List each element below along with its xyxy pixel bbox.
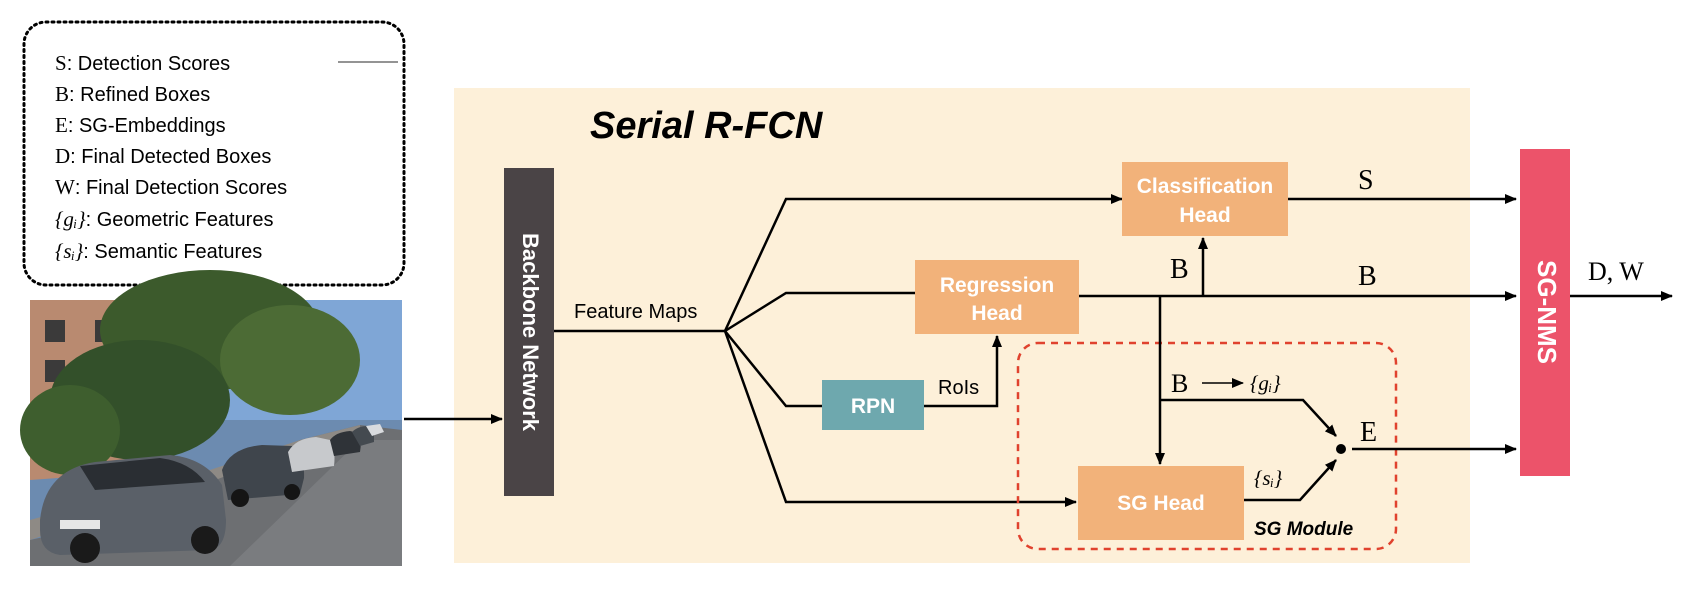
b-geom-label: B	[1171, 369, 1188, 398]
classification-head-label: Head	[1179, 204, 1230, 227]
classification-head-label: Classification	[1137, 175, 1274, 198]
legend-item: {gᵢ}: Geometric Features	[55, 207, 273, 231]
legend-item: W: Final Detection Scores	[55, 175, 287, 199]
legend-item: D: Final Detected Boxes	[55, 144, 271, 168]
regression-head-label: Head	[971, 302, 1022, 325]
sg-module-box	[1016, 341, 1398, 551]
backbone-network-block	[504, 168, 554, 496]
legend-items: S: Detection Scores B: Refined Boxes E: …	[55, 51, 287, 263]
branch-to-regression	[724, 291, 915, 333]
sg-head-label: SG Head	[1117, 492, 1205, 515]
semantic-path	[1244, 459, 1337, 502]
input-photo	[20, 270, 402, 566]
legend-item: E: SG-Embeddings	[55, 113, 226, 137]
backbone-network-label: Backbone Network	[518, 233, 543, 432]
legend-item: S: Detection Scores	[55, 51, 230, 75]
embedding-junction-dot	[1336, 444, 1346, 454]
branch-to-classification	[723, 194, 1123, 332]
sg-module-label: SG Module	[1254, 519, 1354, 540]
g-set-label: {gᵢ}	[1250, 371, 1281, 395]
panel-title: Serial R-FCN	[590, 105, 824, 147]
b-output-label: B	[1358, 261, 1377, 292]
classification-head-block	[1122, 162, 1288, 236]
regression-head-block	[915, 260, 1079, 334]
legend-item: {sᵢ}: Semantic Features	[55, 239, 262, 263]
s-output-label: S	[1358, 165, 1374, 196]
legend-item: B: Refined Boxes	[55, 82, 210, 106]
geometric-path	[1160, 398, 1337, 437]
sg-nms-block	[1520, 149, 1570, 476]
dw-output-label: D, W	[1588, 257, 1644, 286]
rois-arrow	[924, 335, 1002, 408]
rpn-block	[822, 380, 924, 430]
branch-to-sg-head	[723, 330, 1077, 507]
regression-head-label: Regression	[940, 274, 1054, 297]
s-set-label: {sᵢ}	[1254, 466, 1283, 490]
e-output-label: E	[1360, 417, 1377, 448]
sg-head-block	[1078, 466, 1244, 540]
rois-label: RoIs	[938, 377, 979, 399]
sg-nms-label: SG-NMS	[1532, 260, 1562, 364]
branch-to-rpn	[724, 330, 822, 408]
feature-maps-label: Feature Maps	[574, 301, 697, 323]
rpn-label: RPN	[851, 395, 895, 418]
b-up-label: B	[1170, 254, 1189, 285]
